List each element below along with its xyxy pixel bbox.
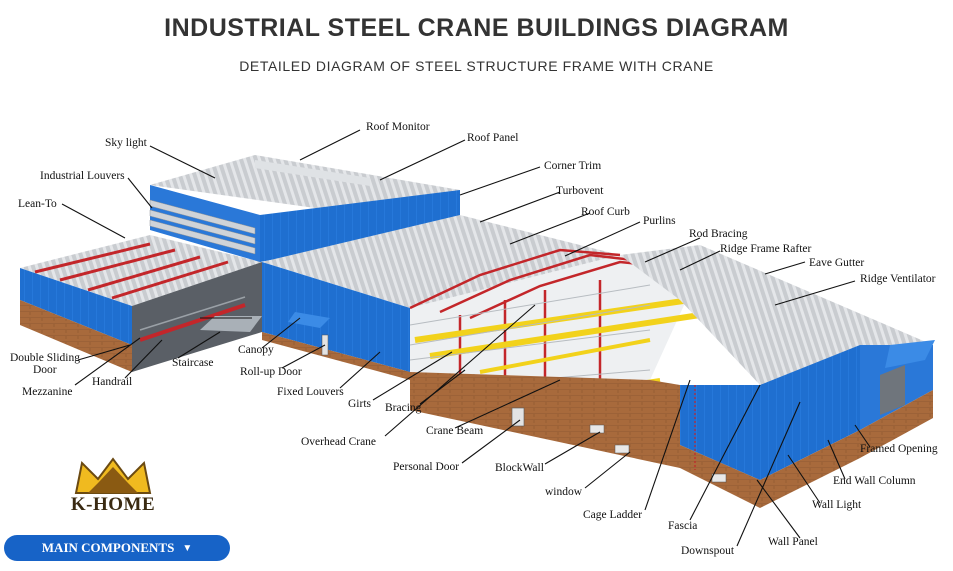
- main-components-label: MAIN COMPONENTS: [42, 540, 175, 556]
- label-roof-panel: Roof Panel: [467, 132, 518, 144]
- label-eave-gutter: Eave Gutter: [809, 257, 864, 269]
- logo-text: K-HOME: [60, 494, 166, 516]
- label-roll-up-door: Roll-up Door: [240, 366, 302, 378]
- label-ridge-frame-rafter: Ridge Frame Rafter: [720, 243, 811, 255]
- label-girts: Girts: [348, 398, 371, 410]
- label-rod-bracing: Rod Bracing: [689, 228, 747, 240]
- label-canopy: Canopy: [238, 344, 274, 356]
- label-downspout: Downspout: [681, 545, 734, 557]
- label-bracing: Bracing: [385, 402, 421, 414]
- label-ridge-ventilator: Ridge Ventilator: [860, 273, 936, 285]
- label-end-wall-column: End Wall Column: [833, 475, 916, 487]
- label-window: window: [545, 486, 582, 498]
- label-industrial-louvers: Industrial Louvers: [40, 170, 125, 182]
- label-fascia: Fascia: [668, 520, 697, 532]
- label-lean-to: Lean-To: [18, 198, 57, 210]
- label-staircase: Staircase: [172, 357, 214, 369]
- label-framed-opening: Framed Opening: [860, 443, 938, 455]
- label-wall-light: Wall Light: [812, 499, 861, 511]
- label-corner-trim: Corner Trim: [544, 160, 601, 172]
- label-roof-monitor: Roof Monitor: [366, 121, 430, 133]
- label-double-sliding-door-line2: Door: [33, 364, 57, 376]
- label-roof-curb: Roof Curb: [581, 206, 630, 218]
- personal-door-shape: [512, 408, 524, 426]
- label-sky-light: Sky light: [105, 137, 147, 149]
- main-components-button[interactable]: MAIN COMPONENTS ▼: [4, 535, 230, 561]
- label-mezzanine: Mezzanine: [22, 386, 72, 398]
- label-crane-beam: Crane Beam: [426, 425, 483, 437]
- label-personal-door: Personal Door: [393, 461, 459, 473]
- label-handrail: Handrail: [92, 376, 132, 388]
- label-wall-panel: Wall Panel: [768, 536, 818, 548]
- label-turbovent: Turbovent: [556, 185, 604, 197]
- label-purlins: Purlins: [643, 215, 676, 227]
- label-cage-ladder: Cage Ladder: [583, 509, 642, 521]
- label-fixed-louvers: Fixed Louvers: [277, 386, 344, 398]
- label-overhead-crane: Overhead Crane: [301, 436, 376, 448]
- label-double-sliding-door-line1: Double Sliding: [10, 352, 80, 364]
- triangle-down-icon: ▼: [182, 543, 192, 554]
- label-block-wall: BlockWall: [495, 462, 544, 474]
